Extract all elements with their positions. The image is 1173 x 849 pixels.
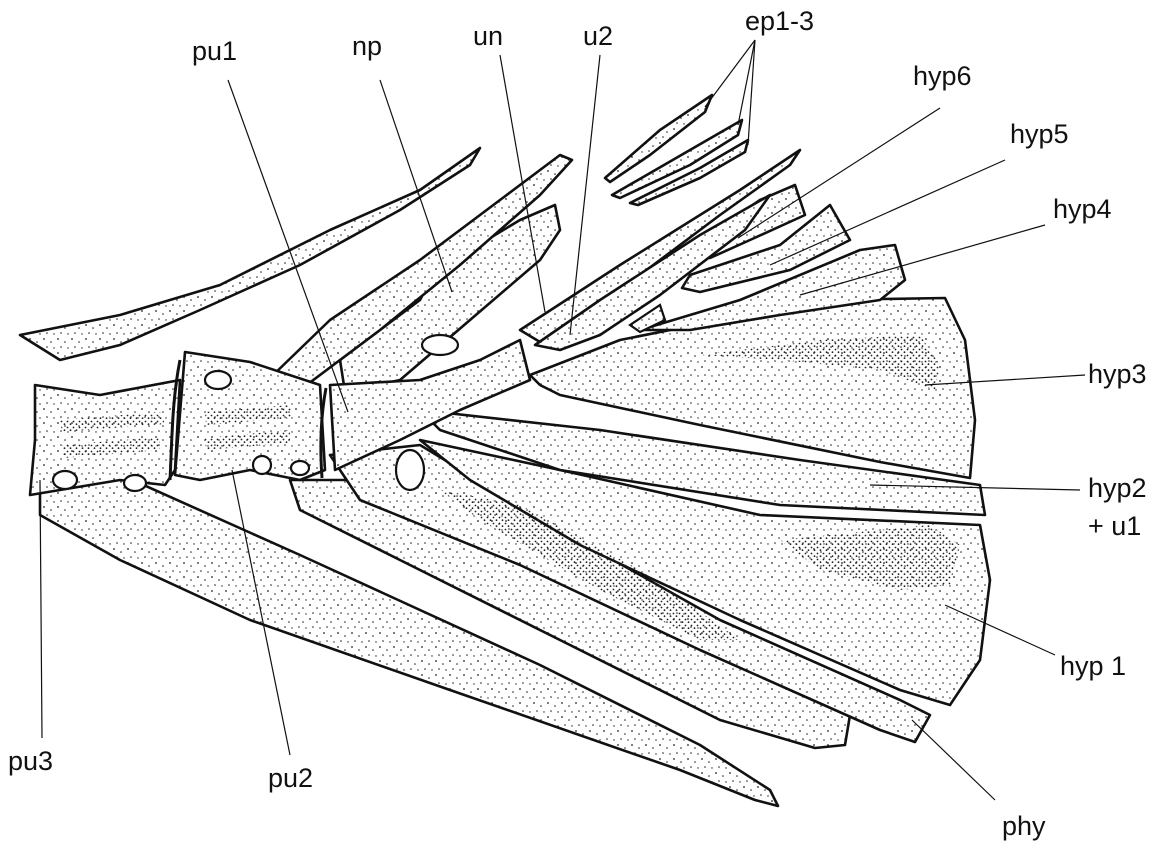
- label-pu1: pu1: [192, 36, 237, 66]
- label-pu2: pu2: [268, 763, 313, 793]
- label-pu3: pu3: [8, 746, 53, 776]
- foramen-1: [53, 471, 77, 489]
- label-u1: + u1: [1088, 511, 1141, 541]
- leader-np: [380, 80, 452, 292]
- label-hyp1: hyp 1: [1060, 651, 1126, 681]
- label-hyp5: hyp5: [1010, 119, 1069, 149]
- foramen-7: [422, 335, 458, 355]
- label-hyp3: hyp3: [1088, 359, 1147, 389]
- label-hyp2: hyp2: [1088, 473, 1147, 503]
- label-hyp4: hyp4: [1053, 194, 1112, 224]
- label-phy: phy: [1002, 811, 1046, 841]
- foramen-4: [253, 456, 271, 474]
- foramen-5: [291, 461, 309, 475]
- label-un: un: [473, 21, 503, 51]
- foramen-2: [124, 475, 146, 491]
- leader-pu3: [40, 480, 42, 738]
- label-np: np: [352, 31, 382, 61]
- foramen-3: [205, 371, 231, 389]
- leader-phy: [912, 720, 995, 800]
- label-u2: u2: [583, 21, 613, 51]
- label-hyp6: hyp6: [913, 61, 972, 91]
- foramen-6: [396, 450, 424, 490]
- leader-ep-1: [705, 40, 755, 107]
- label-ep1-3: ep1-3: [745, 6, 814, 36]
